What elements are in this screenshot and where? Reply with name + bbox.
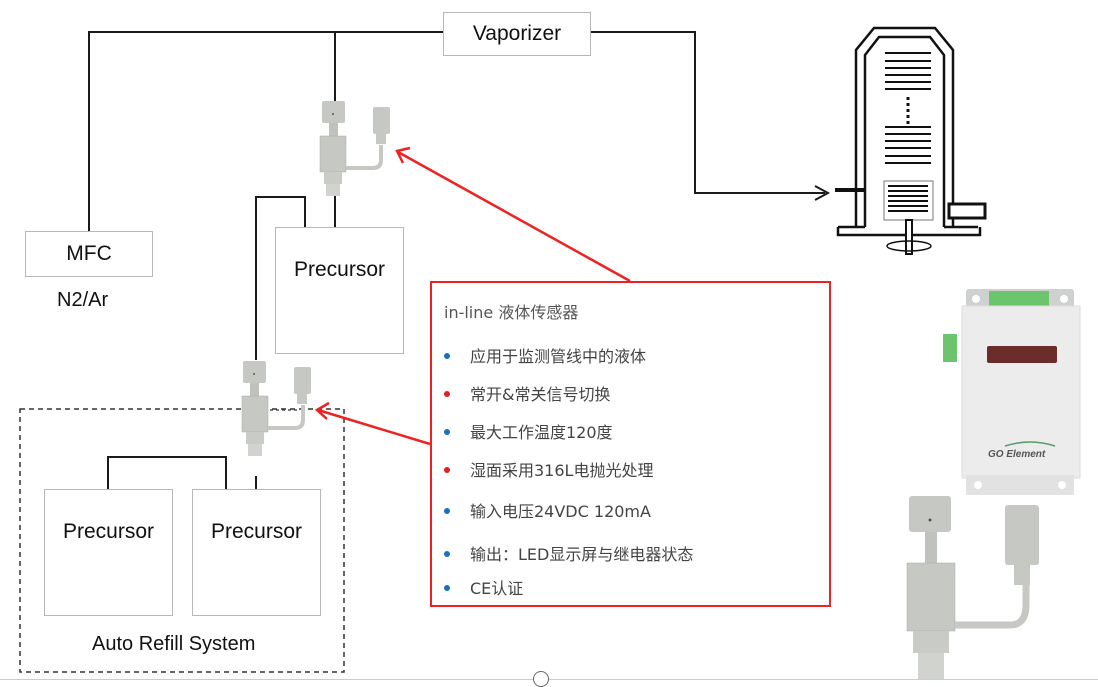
inline-sensor-image bbox=[906, 496, 1039, 679]
sensor-info-box: in-line 液体传感器 应用于监测管线中的液体 常开&常关信号切换 最大工作… bbox=[430, 281, 831, 607]
resize-handle[interactable] bbox=[533, 671, 549, 687]
terminal-block-side bbox=[943, 334, 957, 362]
bullet-dot-icon bbox=[444, 352, 450, 359]
line-mfc-to-vaporizer bbox=[88, 31, 444, 232]
info-title: in-line 液体传感器 bbox=[444, 303, 579, 322]
info-bullet: 应用于监测管线中的液体 bbox=[444, 343, 646, 367]
arrowhead-chamber bbox=[814, 185, 831, 201]
bullet-dot-icon bbox=[444, 507, 450, 514]
precursor-main-label: Precursor bbox=[293, 258, 386, 281]
bullet-text: 最大工作温度120度 bbox=[470, 423, 613, 442]
precursor-left-label: Precursor bbox=[62, 520, 155, 543]
bullet-text: 应用于监测管线中的液体 bbox=[470, 347, 647, 366]
bullet-dot-icon bbox=[444, 466, 450, 473]
info-bullet: 输入电压24VDC 120mA bbox=[444, 498, 651, 522]
precursor-right-box: Precursor bbox=[192, 489, 321, 616]
info-bullet: 常开&常关信号切换 bbox=[444, 381, 610, 405]
auto-refill-boundary bbox=[19, 408, 345, 673]
info-bullet: 最大工作温度120度 bbox=[444, 419, 613, 443]
bullet-text: 常开&常关信号切换 bbox=[470, 385, 611, 404]
sensor-top-icon bbox=[319, 101, 390, 196]
bullet-text: 输出：LED显示屏与继电器状态 bbox=[470, 545, 694, 564]
bullet-text: 输入电压24VDC 120mA bbox=[470, 502, 651, 521]
precursor-left-box: Precursor bbox=[44, 489, 173, 616]
mfc-label: MFC bbox=[66, 242, 112, 265]
bullet-text: 湿面采用316L电抛光处理 bbox=[470, 461, 654, 480]
line-precursor-link bbox=[107, 456, 227, 489]
auto-refill-label: Auto Refill System bbox=[92, 633, 256, 655]
bullet-dot-icon bbox=[444, 550, 450, 557]
precursor-right-label: Precursor bbox=[210, 520, 303, 543]
process-chamber-icon bbox=[835, 26, 987, 255]
line-vaporizer-to-chamber bbox=[590, 31, 825, 194]
sensor-bottom-icon bbox=[241, 361, 311, 456]
brand-label: GO Element bbox=[988, 449, 1046, 460]
line-bypass-loop bbox=[255, 196, 306, 360]
info-bullet: 湿面采用316L电抛光处理 bbox=[444, 457, 653, 481]
bullet-dot-icon bbox=[444, 390, 450, 397]
bullet-text: CE认证 bbox=[470, 579, 524, 598]
arrow-to-sensor-top bbox=[397, 150, 631, 283]
vaporizer-box: Vaporizer bbox=[443, 12, 591, 56]
bullet-dot-icon bbox=[444, 428, 450, 435]
info-bullet: CE认证 bbox=[444, 575, 523, 599]
mfc-box: MFC bbox=[25, 231, 153, 277]
bullet-dot-icon bbox=[444, 584, 450, 591]
precursor-main-box: Precursor bbox=[275, 227, 404, 354]
callout-arrows bbox=[314, 146, 631, 446]
terminal-block-top bbox=[989, 291, 1049, 307]
page-divider bbox=[0, 679, 1098, 680]
mfc-gas-label: N2/Ar bbox=[57, 289, 109, 311]
led-display bbox=[987, 346, 1057, 363]
info-bullet: 输出：LED显示屏与继电器状态 bbox=[444, 541, 693, 565]
vaporizer-label: Vaporizer bbox=[472, 22, 562, 45]
arrow-to-sensor-bottom bbox=[317, 408, 431, 446]
controller-device-image bbox=[943, 289, 1081, 495]
flow-lines bbox=[88, 31, 831, 489]
